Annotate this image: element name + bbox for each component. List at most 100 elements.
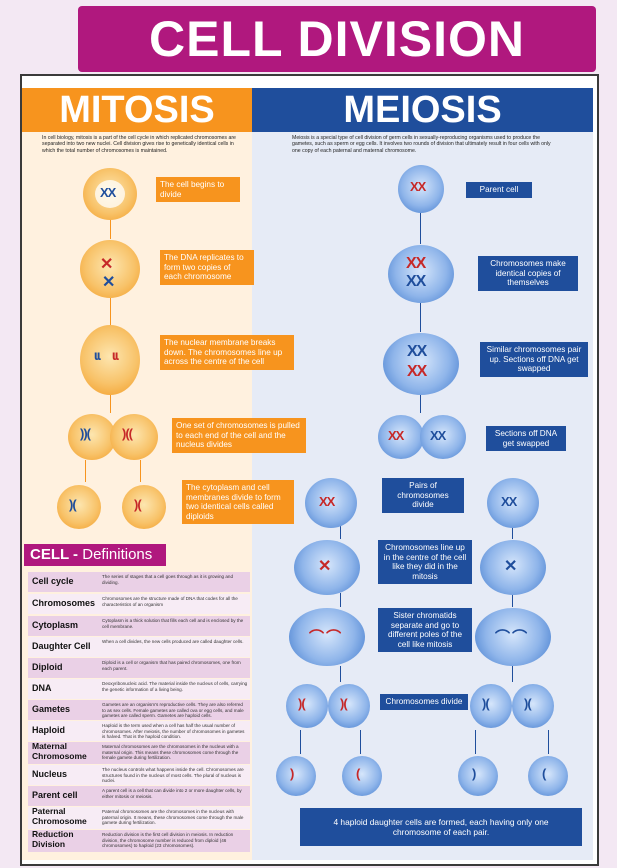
definition-row: Parent cell A parent cell is a cell that … (28, 786, 250, 806)
definition-text: Deoxyribonucleic acid. The material insi… (102, 681, 248, 692)
definition-text: When a cell divides, the new cells produ… (102, 639, 244, 644)
meiosis-step-2: Chromosomes make identical copies of the… (478, 256, 578, 291)
chromosomes: XX (406, 255, 426, 272)
definition-text: Maternal chromosomes are the chromosomes… (102, 744, 239, 761)
meiosis-arrow (420, 212, 421, 244)
definition-term: Daughter Cell (32, 641, 91, 651)
meiosis-arrow (420, 302, 421, 332)
mitosis-arrow (140, 460, 141, 482)
meiosis-cell-4b: XX (420, 415, 466, 459)
meiosis-step-6: Chromosomes line up in the centre of the… (378, 540, 472, 585)
definition-text: The nucleus controls what happens inside… (102, 767, 244, 784)
definition-term: Reduction Division (32, 829, 74, 849)
meiosis-cell-7b: ⌒ ⌒ (475, 608, 551, 666)
meiosis-arrow (512, 525, 513, 539)
chromosomes: XX (407, 363, 427, 380)
chromosome: ) (472, 766, 476, 781)
definition-row: Cytoplasm Cytoplasm is a thick solution t… (28, 616, 250, 636)
definition-text: Cytoplasm is a thick solution that fills… (102, 618, 244, 629)
definition-term: Chromosomes (32, 598, 96, 608)
chromosomes: XX (407, 343, 427, 360)
mitosis-cell-4b: )(( (110, 414, 158, 460)
mitosis-step-3: The nuclear membrane breaks down. The ch… (160, 335, 294, 370)
definition-term: DNA (32, 683, 52, 693)
meiosis-cell-8: )( (470, 684, 512, 728)
definition-text: Reduction division is the first cell div… (102, 832, 234, 849)
meiosis-arrow (420, 395, 421, 413)
mitosis-step-2: The DNA replicates to form two copies of… (160, 250, 254, 285)
mitosis-step-1: The cell begins to divide (156, 177, 240, 203)
definitions-heading: CELL - Definitions (24, 544, 166, 566)
chromosomes: )(( (122, 426, 133, 441)
haploid-daughter-cell: ( (342, 756, 382, 796)
meiosis-heading: MEIOSIS (252, 88, 593, 132)
mitosis-step-4: One set of chromosomes is pulled to each… (172, 418, 306, 453)
definition-row: Paternal Chromosome Paternal chromosomes … (28, 806, 250, 829)
mitosis-arrow (110, 395, 111, 413)
meiosis-step-1: Parent cell (466, 182, 532, 198)
mitosis-arrow (110, 295, 111, 325)
chromosome-pair: XX (100, 185, 116, 200)
meiosis-arrow (512, 593, 513, 607)
chromosome-pair: XX (410, 179, 426, 194)
definition-text: Paternal chromosomes are the chromosomes… (102, 809, 244, 826)
meiosis-cell-8: )( (328, 684, 370, 728)
chromosomes: XX (406, 273, 426, 290)
definitions-heading-rest: Definitions (82, 546, 153, 563)
definition-text: Chromosomes are the structure made of DN… (102, 596, 238, 607)
mitosis-cell-2: ✕ ✕ (80, 240, 140, 298)
definition-term: Paternal Chromosome (32, 806, 87, 826)
definition-term: Gametes (32, 704, 71, 714)
definition-row: DNA Deoxyribonucleic acid. The material i… (28, 679, 250, 699)
definition-text: Haploid is the term used when a cell has… (102, 723, 245, 740)
chromosome: ( (356, 766, 360, 781)
mitosis-diploid-cell: )( (57, 485, 101, 529)
definition-term: Parent cell (32, 790, 78, 800)
chromosomes: ✕ (504, 558, 517, 575)
meiosis-arrow (300, 730, 301, 754)
chromosomes: )( (524, 696, 532, 711)
mitosis-arrow (110, 205, 111, 239)
chromosomes: )( (134, 497, 142, 512)
meiosis-cell-7a: ⌒ ⌒ (289, 608, 365, 666)
meiosis-cell-6b: ✕ (480, 540, 546, 595)
chromosomes: )( (340, 696, 348, 711)
meiosis-cell-4a: XX (378, 415, 424, 459)
definition-term: Diploid (32, 662, 63, 672)
definition-term: Maternal Chromosome (32, 741, 87, 761)
definition-term: Cytoplasm (32, 620, 79, 630)
meiosis-step-5: Pairs of chromosomes divide (382, 478, 464, 513)
meiosis-result-banner: 4 haploid daughter cells are formed, eac… (300, 808, 582, 846)
meiosis-cell-8: )( (512, 684, 554, 728)
meiosis-cell-3: XX XX (383, 333, 459, 395)
definition-term: Nucleus (32, 769, 68, 779)
definition-row: Daughter Cell When a cell divides, the ne… (28, 637, 250, 657)
definition-row: Diploid Diploid is a cell or organism tha… (28, 658, 250, 678)
meiosis-arrow (475, 730, 476, 754)
mitosis-cell-1: XX (83, 168, 137, 220)
meiosis-step-3: Similar chromosomes pair up. Sections of… (480, 342, 588, 377)
chromosomes: ɩɩ (112, 347, 119, 363)
meiosis-cell-5b: XX (487, 478, 539, 528)
chromosomes: )( (482, 696, 490, 711)
definition-term: Cell cycle (32, 576, 74, 586)
definition-row: Chromosomes Chromosomes are the structure… (28, 594, 250, 614)
haploid-daughter-cell: ) (458, 756, 498, 796)
meiosis-cell-5a: XX (305, 478, 357, 528)
meiosis-step-4: Sections off DNA get swapped (486, 426, 566, 452)
definition-text: Diploid is a cell or organism that has p… (102, 660, 241, 671)
haploid-daughter-cell: ( (528, 756, 568, 796)
definition-text: A parent cell is a cell that can divide … (102, 788, 242, 799)
meiosis-cell-6a: ✕ (294, 540, 360, 595)
meiosis-arrow (512, 666, 513, 682)
chromosomes: XX (501, 494, 517, 509)
chromosomes: ⌒ ⌒ (495, 629, 527, 646)
meiosis-arrow (360, 730, 361, 754)
mitosis-heading: MITOSIS (22, 88, 252, 132)
definition-row: Maternal Chromosome Maternal chromosomes … (28, 741, 250, 764)
chromosomes: )( (69, 497, 77, 512)
mitosis-arrow (85, 460, 86, 482)
